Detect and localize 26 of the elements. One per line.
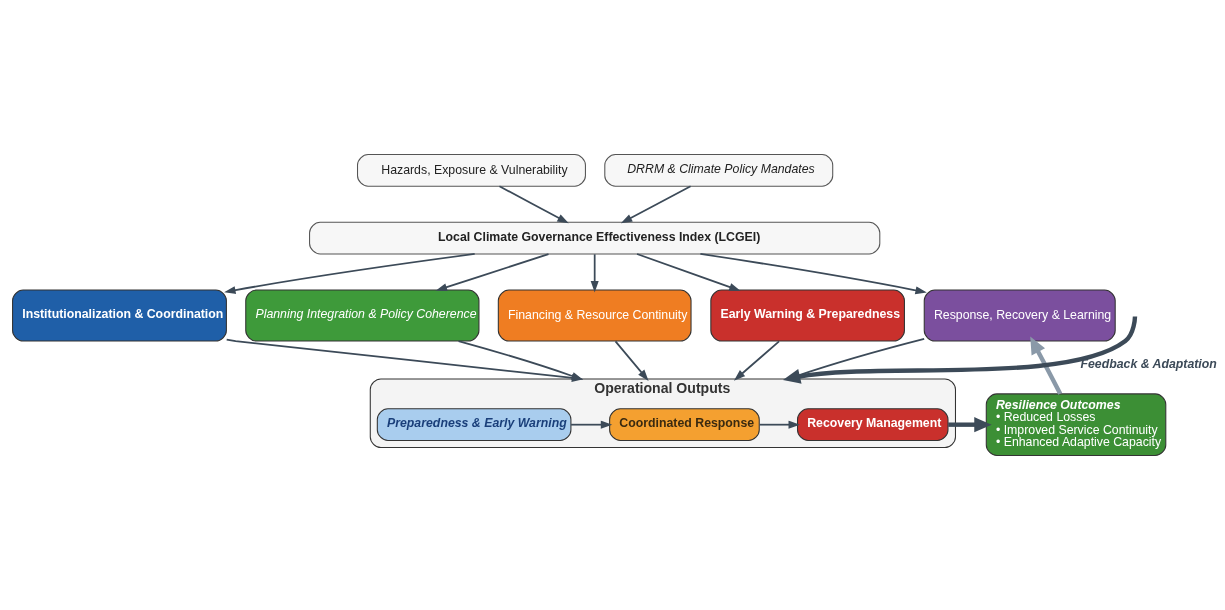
node-box: Preparedness & Early Warning	[376, 408, 572, 442]
arrow	[435, 253, 550, 292]
arrow	[224, 253, 476, 295]
node-box: Institutionalization & Coordination	[12, 289, 227, 342]
node-box: Planning Integration & Policy Coherence	[245, 289, 480, 342]
node-box: Hazards, Exposure & Vulnerability	[357, 154, 586, 187]
arrow	[636, 253, 741, 291]
arrow	[758, 420, 800, 429]
node-box: Resilience Outcomes • Reduced Losses • Improved Service Continuity • Enhanced Adaptive Capacity	[985, 393, 1167, 456]
arrow	[590, 253, 599, 293]
node-box: Early Warning & Preparedness	[710, 289, 905, 342]
node-box: Coordinated Response	[609, 408, 760, 442]
arrow	[699, 253, 927, 295]
arrow	[498, 185, 569, 224]
node-box: Recovery Management	[797, 408, 949, 442]
arrow	[1030, 336, 1063, 395]
arrow	[570, 420, 613, 429]
node-box: Local Climate Governance Effectiveness Index (LCGEI)	[309, 221, 881, 255]
arrow	[614, 340, 649, 381]
node-box: Financing & Resource Continuity	[497, 289, 692, 342]
node-box: Response, Recovery & Learning	[923, 289, 1116, 342]
node-box: DRRM & Climate Policy Mandates	[604, 154, 834, 187]
arrow	[948, 417, 992, 433]
edge-label: Feedback & Adaptation	[1080, 356, 1217, 371]
arrow	[620, 185, 692, 224]
arrow	[733, 340, 780, 381]
